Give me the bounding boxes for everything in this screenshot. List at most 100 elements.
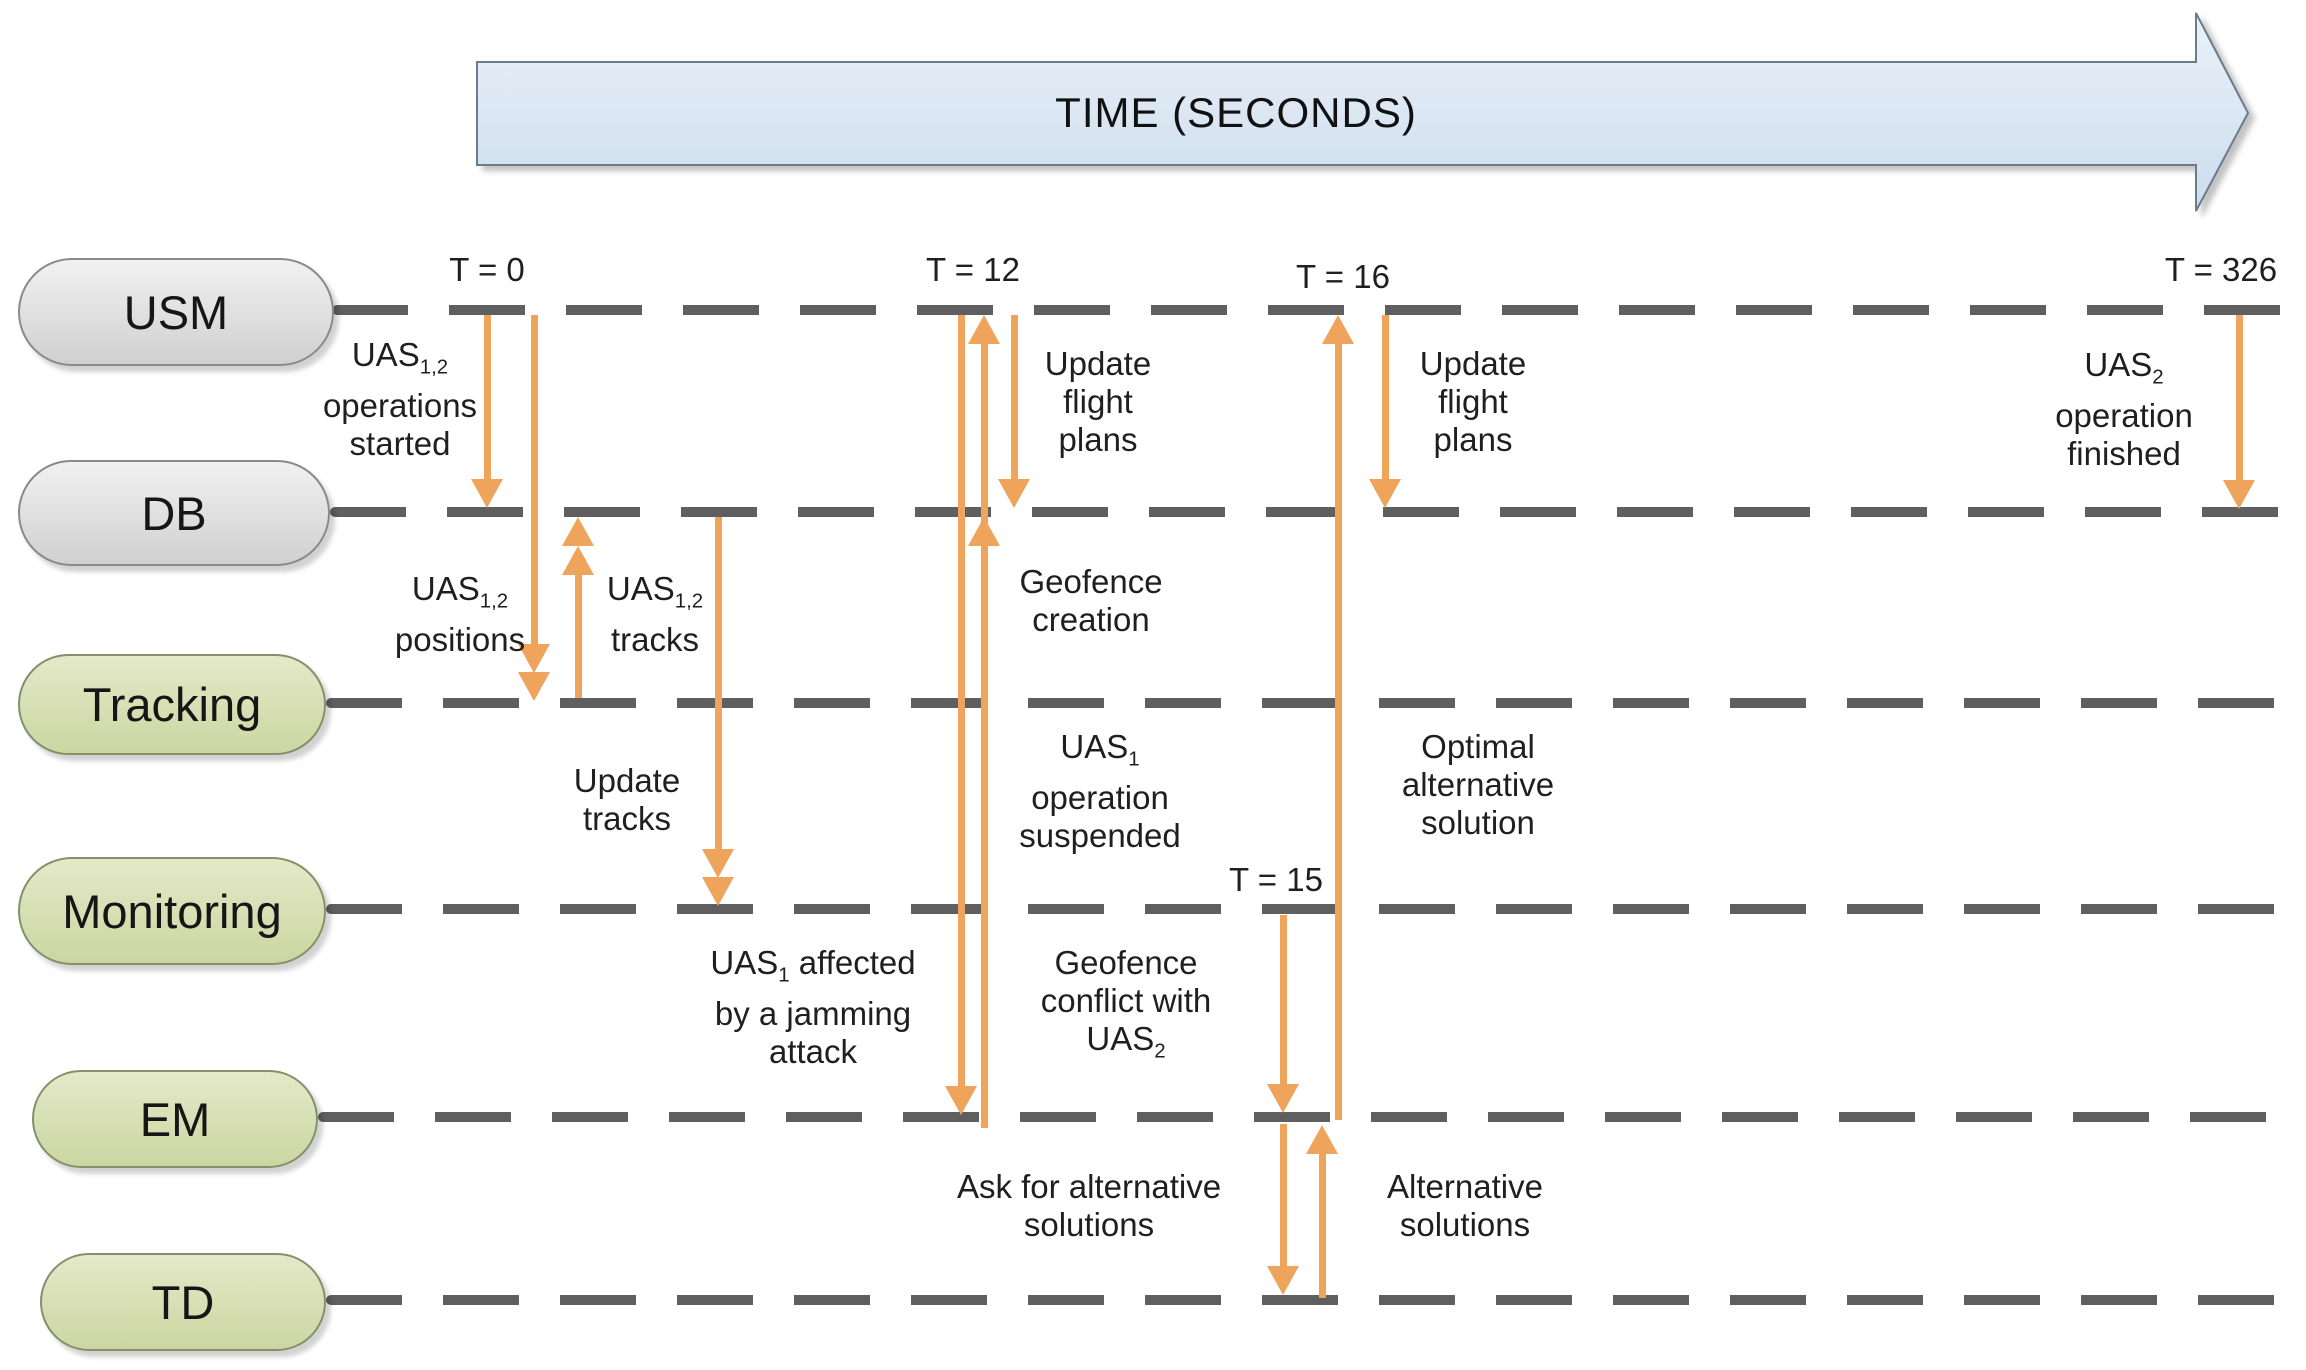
arrow-shaft (1319, 1148, 1326, 1298)
time-marker-t16: T = 16 (1296, 258, 1390, 295)
arrowhead-down-icon (1267, 1266, 1299, 1295)
label-line: UAS2 (1086, 1020, 1166, 1063)
label-line: started (349, 424, 451, 462)
lifeline-db (330, 507, 2306, 517)
label-line: flight (1063, 383, 1133, 420)
arrowhead-down-icon (702, 849, 734, 878)
label-line: UAS1 (1060, 728, 1140, 771)
arrow-shaft (1382, 315, 1389, 481)
label-line: Geofence (1019, 563, 1163, 600)
arrowhead-up-icon (1306, 1125, 1338, 1154)
label-line: Update (1419, 345, 1527, 382)
label-update-flight-plans-2: Update flight plans (1420, 345, 1526, 459)
label-jamming-attack: UAS1 affected by a jamming attack (710, 944, 915, 1071)
time-axis-arrow (476, 12, 2250, 212)
label-line: UAS1,2 (411, 570, 509, 613)
arrowhead-down-icon (702, 877, 734, 906)
arrowhead-up-icon (968, 517, 1000, 546)
label-line: solutions (1399, 1206, 1531, 1243)
label-alternative-solutions: Alternative solutions (1387, 1168, 1543, 1244)
label-line: plans (1433, 421, 1513, 458)
lifeline-monitoring (326, 904, 2306, 914)
arrow-shaft (1280, 915, 1287, 1087)
label-line: Optimal (1421, 728, 1535, 765)
label-uas-tracks: UAS1,2 tracks (607, 570, 703, 659)
arrowhead-up-icon (562, 517, 594, 546)
arrowhead-down-icon (518, 672, 550, 701)
label-line: tracks (582, 800, 672, 837)
time-marker-t326: T = 326 (2164, 251, 2278, 288)
arrow-shaft (575, 560, 582, 698)
label-line: Alternative (1387, 1168, 1543, 1205)
time-marker-t15: T = 15 (1229, 861, 1323, 898)
lane-pill-tracking: Tracking (18, 654, 326, 755)
lane-label-db: DB (141, 486, 207, 540)
lane-label-monitoring: Monitoring (62, 884, 282, 938)
lifeline-usm (332, 305, 2306, 315)
arrowhead-down-icon (945, 1086, 977, 1115)
lane-label-usm: USM (123, 285, 229, 339)
label-ask-alternative: Ask for alternative solutions (957, 1168, 1221, 1244)
label-uas1-suspended: UAS1 operation suspended (1019, 728, 1180, 855)
arrow-shaft (1011, 315, 1018, 481)
label-line: attack (768, 1032, 858, 1070)
label-line: operations (322, 386, 478, 424)
time-axis-label: TIME (SECONDS) (1055, 89, 1417, 136)
label-line: creation (1032, 601, 1150, 638)
label-line: solution (1421, 804, 1535, 841)
arrow-shaft (531, 315, 538, 650)
label-line: suspended (1019, 816, 1181, 854)
arrowhead-down-icon (518, 644, 550, 673)
time-marker-t0: T = 0 (449, 251, 525, 288)
label-line: operation (1031, 778, 1169, 816)
label-line: UAS2 (2084, 346, 2164, 389)
arrow-shaft (2236, 315, 2243, 482)
label-line: Update (1044, 345, 1152, 382)
label-line: positions (394, 620, 526, 658)
label-update-flight-plans-1: Update flight plans (1045, 345, 1151, 459)
label-optimal-solution: Optimal alternative solution (1402, 728, 1554, 842)
lifeline-tracking (326, 698, 2306, 708)
arrow-shaft (484, 315, 491, 481)
arrow-shaft (958, 315, 965, 1090)
label-line: conflict with (1040, 982, 1212, 1019)
arrow-shaft (981, 338, 988, 1128)
label-line: by a jamming (714, 994, 912, 1032)
time-marker-t12: T = 12 (926, 251, 1020, 288)
lane-pill-td: TD (40, 1253, 326, 1351)
lane-pill-usm: USM (18, 258, 334, 366)
label-geofence-creation: Geofence creation (1019, 563, 1162, 639)
time-axis-arrow-shape (476, 12, 2250, 212)
label-line: plans (1058, 421, 1138, 458)
label-line: UAS1 affected (710, 944, 916, 987)
label-uas-positions: UAS1,2 positions (395, 570, 525, 659)
label-line: alternative (1401, 766, 1555, 803)
label-line: operation (2055, 396, 2193, 434)
label-line: tracks (610, 620, 699, 658)
lifeline-em (318, 1112, 2306, 1122)
arrow-shaft (1335, 338, 1342, 1120)
label-geofence-conflict: Geofence conflict with UAS2 (1041, 944, 1212, 1071)
label-line: Ask for alternative (956, 1168, 1222, 1205)
label-line: flight (1438, 383, 1508, 420)
lane-pill-monitoring: Monitoring (18, 857, 326, 965)
label-line: Update (573, 762, 681, 799)
lane-label-tracking: Tracking (82, 678, 262, 731)
arrowhead-down-icon (2223, 480, 2255, 509)
label-line: solutions (1023, 1206, 1155, 1243)
label-operations-started: UAS1,2 operations started (323, 336, 477, 463)
lifeline-td (326, 1295, 2306, 1305)
label-line: finished (2067, 434, 2181, 472)
lane-label-em: EM (139, 1092, 211, 1146)
label-update-tracks: Update tracks (574, 762, 680, 838)
arrowhead-up-icon (968, 315, 1000, 344)
label-line: UAS1,2 (606, 570, 704, 613)
arrowhead-down-icon (1369, 479, 1401, 508)
arrowhead-down-icon (471, 479, 503, 508)
arrowhead-down-icon (1267, 1084, 1299, 1113)
label-uas2-finished: UAS2 operation finished (2055, 346, 2193, 473)
lane-label-td: TD (151, 1275, 215, 1329)
arrowhead-down-icon (998, 479, 1030, 508)
lane-pill-em: EM (32, 1070, 318, 1168)
